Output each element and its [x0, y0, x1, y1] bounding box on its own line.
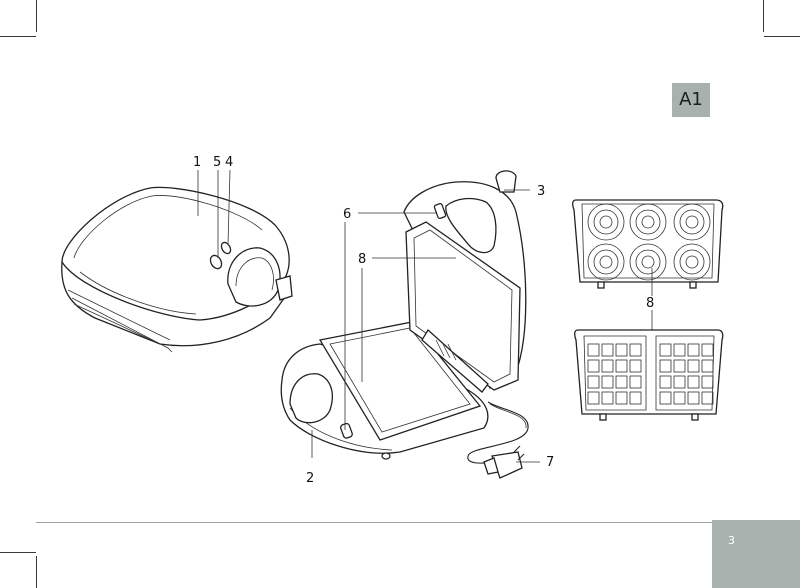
section-badge: A1 [672, 83, 710, 117]
waffle-cell [659, 343, 672, 357]
waffle-cell [673, 343, 686, 357]
waffle-cell [701, 343, 714, 357]
waffle-cell [601, 375, 614, 389]
waffle-plate [574, 329, 724, 421]
waffle-cell [615, 343, 628, 357]
waffle-cell [587, 359, 600, 373]
callout-5: 5 [213, 155, 221, 170]
crop-mark-bottom-left-h [0, 552, 36, 553]
waffle-cell [587, 343, 600, 357]
crop-mark-top-left [36, 0, 37, 32]
waffle-cell [673, 391, 686, 405]
callout-1: 1 [193, 155, 201, 170]
waffle-grid [587, 343, 714, 405]
callout-3: 3 [537, 184, 545, 199]
waffle-cell [587, 375, 600, 389]
waffle-cell [701, 391, 714, 405]
waffle-cell [701, 375, 714, 389]
waffle-cell [687, 375, 700, 389]
callout-2: 2 [306, 471, 314, 486]
open-appliance [280, 170, 540, 479]
page-number: 3 [728, 534, 735, 547]
waffle-cell [601, 391, 614, 405]
waffle-cell [615, 375, 628, 389]
waffle-cell [629, 343, 642, 357]
waffle-cell [701, 359, 714, 373]
waffle-cell [615, 359, 628, 373]
waffle-cell [687, 359, 700, 373]
waffle-cell [687, 343, 700, 357]
callout-6-lid: 6 [343, 207, 351, 222]
crop-mark-top-left-h [0, 36, 36, 37]
waffle-cell [687, 391, 700, 405]
waffle-cell [673, 359, 686, 373]
page-number-box: 3 [712, 520, 800, 588]
callout-8-plate: 8 [358, 252, 366, 267]
crop-mark-bottom-left [36, 556, 37, 588]
closed-appliance [61, 169, 293, 353]
donut-molds [587, 203, 711, 281]
callout-8-plates: 8 [646, 296, 654, 311]
waffle-cell [629, 359, 642, 373]
waffle-cell [601, 343, 614, 357]
callout-7: 7 [546, 455, 554, 470]
waffle-cell [673, 375, 686, 389]
waffle-cell [601, 359, 614, 373]
waffle-cell [629, 391, 642, 405]
callout-4: 4 [225, 155, 233, 170]
waffle-cell [615, 391, 628, 405]
donut-plate [572, 199, 724, 289]
waffle-cell [587, 391, 600, 405]
crop-mark-top-right-h [764, 36, 800, 37]
footer-rule [36, 522, 712, 523]
waffle-cell [629, 375, 642, 389]
waffle-cell [659, 359, 672, 373]
crop-mark-top-right [763, 0, 764, 32]
waffle-cell [659, 375, 672, 389]
waffle-cell [659, 391, 672, 405]
